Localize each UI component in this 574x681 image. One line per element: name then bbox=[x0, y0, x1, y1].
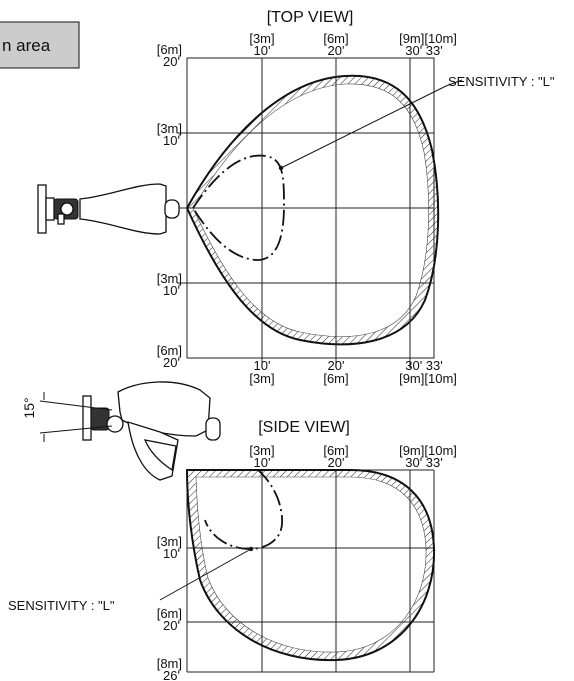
top-tick-m: [3m] bbox=[249, 31, 274, 46]
top-view-inner-zone bbox=[192, 83, 429, 337]
left-tick-ft: 26' bbox=[163, 668, 180, 681]
top-view-left-ticks: [6m] 20' [3m] 10' [3m] 10' [6m] 20' bbox=[157, 42, 182, 370]
top-tick-m: [9m][10m] bbox=[399, 443, 457, 458]
bottom-tick-ft: 20' bbox=[328, 358, 345, 373]
top-view-grid-overlay bbox=[188, 76, 434, 352]
top-tick-ft: 20' bbox=[328, 43, 345, 58]
left-tick-m: [6m] bbox=[157, 42, 182, 57]
bottom-tick-m: [6m] bbox=[323, 371, 348, 386]
left-tick-ft: 20' bbox=[163, 355, 180, 370]
side-view-inner-zone bbox=[195, 476, 427, 653]
left-tick-ft: 10' bbox=[163, 546, 180, 561]
sensor-light-top-icon bbox=[37, 183, 180, 235]
left-tick-ft: 10' bbox=[163, 133, 180, 148]
top-view-leader-line bbox=[280, 85, 447, 169]
bottom-tick-m: [3m] bbox=[249, 371, 274, 386]
left-tick-m: [6m] bbox=[157, 343, 182, 358]
left-tick-m: [3m] bbox=[157, 271, 182, 286]
left-tick-m: [8m] bbox=[157, 656, 182, 671]
top-tick-m: [6m] bbox=[323, 443, 348, 458]
top-tick-ft: 10' bbox=[254, 43, 271, 58]
top-view-leader-line-end bbox=[445, 79, 463, 87]
top-view-bottom-ticks: 10' [3m] 20' [6m] 30' 33' [9m][10m] bbox=[249, 358, 457, 386]
top-tick-ft: 10' bbox=[254, 455, 271, 470]
side-view-angle-label: 15° bbox=[21, 397, 37, 418]
top-view-sensitivity-l-zone bbox=[191, 154, 285, 261]
top-tick-m: [9m][10m] bbox=[399, 31, 457, 46]
bottom-tick-m: [9m][10m] bbox=[399, 371, 457, 386]
side-view-sensitivity-label: SENSITIVITY : "L" bbox=[8, 598, 115, 613]
top-tick-ft: 30' 33' bbox=[405, 455, 443, 470]
top-view-top-ticks: [3m] 10' [6m] 20' [9m][10m] 30' 33' bbox=[249, 31, 457, 58]
left-tick-ft: 20' bbox=[163, 54, 180, 69]
side-view-sensitivity-l-zone bbox=[204, 469, 283, 550]
side-view-top-ticks: [3m] 10' [6m] 20' [9m][10m] 30' 33' bbox=[249, 443, 457, 470]
bottom-tick-ft: 30' 33' bbox=[405, 358, 443, 373]
legend-box: n area bbox=[0, 21, 80, 69]
side-view-left-ticks: [3m] 10' [6m] 20' [8m] 26' bbox=[157, 534, 182, 681]
top-tick-ft: 30' 33' bbox=[405, 43, 443, 58]
top-view: [TOP VIEW] SENSITIVITY : "L" bbox=[37, 9, 555, 386]
side-view-grid-overlay bbox=[200, 477, 434, 652]
side-view-title: [SIDE VIEW] bbox=[258, 419, 350, 436]
left-tick-m: [3m] bbox=[157, 121, 182, 136]
left-tick-ft: 10' bbox=[163, 283, 180, 298]
sensor-light-side-icon bbox=[39, 381, 221, 481]
side-view-leader-line bbox=[159, 548, 252, 601]
top-tick-ft: 20' bbox=[328, 455, 345, 470]
top-tick-m: [6m] bbox=[323, 31, 348, 46]
top-view-title: [TOP VIEW] bbox=[267, 9, 354, 26]
bottom-tick-ft: 10' bbox=[254, 358, 271, 373]
top-view-sensitivity-label: SENSITIVITY : "L" bbox=[448, 74, 555, 89]
side-view: [SIDE VIEW] SENSITIVITY : "L" bbox=[8, 381, 457, 681]
left-tick-m: [3m] bbox=[157, 534, 182, 549]
left-tick-m: [6m] bbox=[157, 606, 182, 621]
top-tick-m: [3m] bbox=[249, 443, 274, 458]
legend-box-text: n area bbox=[2, 36, 51, 55]
left-tick-ft: 20' bbox=[163, 618, 180, 633]
